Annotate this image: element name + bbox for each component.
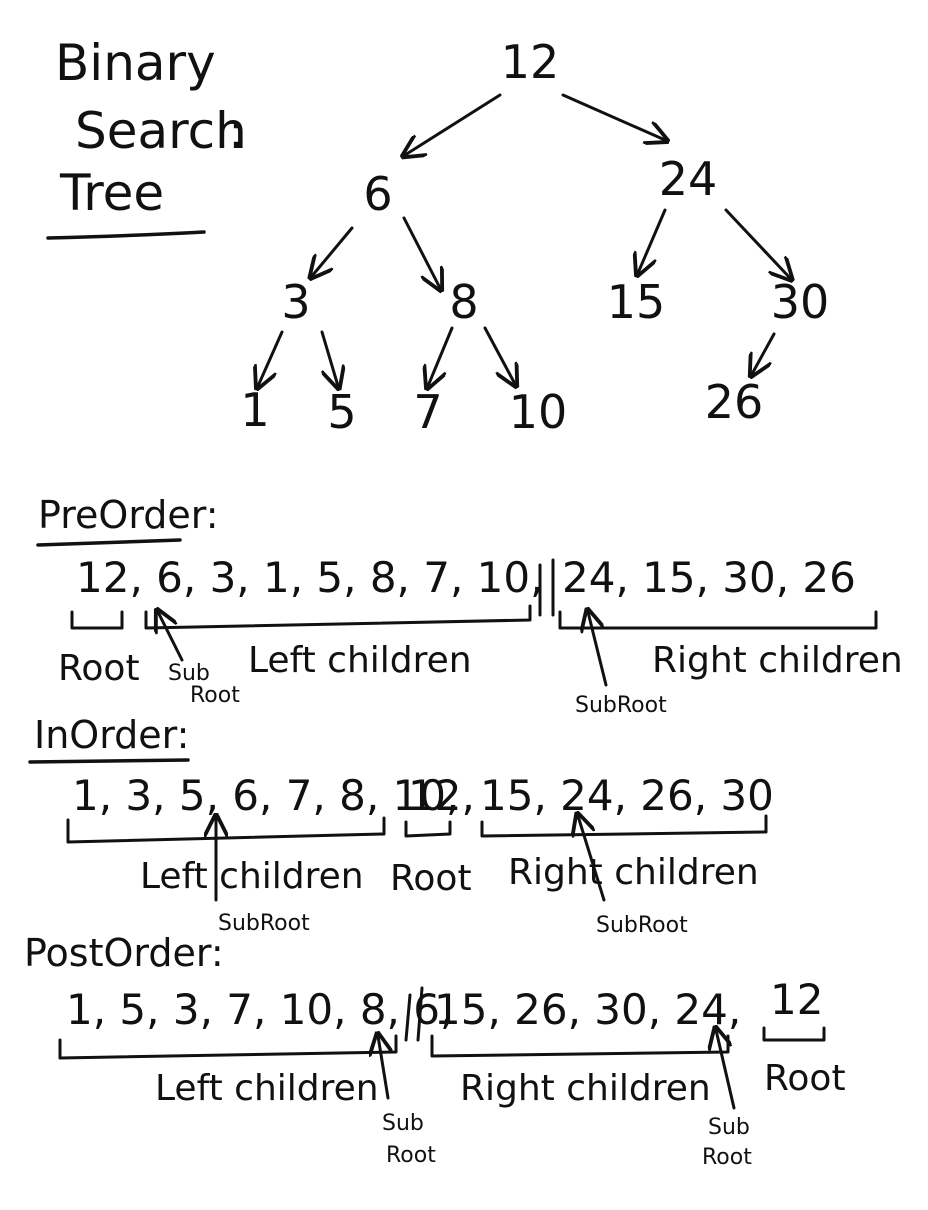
edge-8-10: [483, 326, 515, 384]
postorder-section: PostOrder: 1, 5, 3, 7, 10, 8, 6, 15, 26,…: [24, 931, 846, 1170]
preorder-root-label: Root: [58, 648, 140, 689]
postorder-root-label: Root: [764, 1058, 846, 1099]
node-6: 6: [363, 167, 392, 221]
edge-8-7: [428, 326, 454, 386]
preorder-subroot-label-1a: Sub: [168, 661, 210, 686]
edge-12-24: [561, 93, 665, 140]
postorder-sequence-right: 15, 26, 30, 24,: [434, 985, 741, 1034]
postorder-right-label: Right children: [460, 1068, 711, 1109]
postorder-left-label: Left children: [155, 1068, 379, 1109]
inorder-right-bracket: [480, 814, 768, 838]
node-30: 30: [771, 275, 830, 329]
postorder-sequence-root: 12: [770, 975, 823, 1024]
preorder-heading-underline: [36, 538, 182, 547]
inorder-subroot-label-1: SubRoot: [218, 911, 310, 936]
inorder-subroot-label-2: SubRoot: [596, 913, 688, 938]
node-3: 3: [281, 275, 310, 329]
node-15: 15: [607, 275, 666, 329]
node-7: 7: [413, 385, 442, 439]
postorder-heading: PostOrder:: [24, 931, 224, 975]
inorder-root-bracket: [404, 820, 452, 838]
preorder-subroot-label-2: SubRoot: [575, 693, 667, 718]
tree-nodes: 12 6 24 3 8 15 30 1 5 7 10 26: [240, 35, 829, 439]
edge-3-5: [320, 330, 338, 386]
node-1: 1: [240, 383, 269, 437]
edge-12-6: [405, 93, 502, 155]
preorder-left-label: Left children: [248, 640, 472, 681]
title: Binary Search : Tree: [46, 34, 247, 240]
postorder-subroot-arrow-2: [716, 1030, 736, 1110]
node-24: 24: [659, 152, 718, 206]
preorder-subroot-arrow-1: [158, 612, 184, 662]
inorder-heading: InOrder:: [34, 713, 189, 757]
postorder-subroot-label-1b: Root: [386, 1143, 436, 1168]
title-line-1: Binary: [55, 34, 216, 92]
postorder-sequence-left: 1, 5, 3, 7, 10, 8, 6,: [66, 985, 453, 1034]
node-12: 12: [501, 35, 560, 89]
node-10: 10: [509, 385, 568, 439]
postorder-left-bracket: [58, 1034, 398, 1060]
inorder-subroot-arrow-2: [578, 816, 606, 902]
node-26: 26: [705, 375, 764, 429]
title-underline: [46, 230, 206, 240]
title-line-2: Search: [75, 102, 247, 160]
preorder-sequence-right: 24, 15, 30, 26: [562, 553, 856, 602]
postorder-subroot-arrow-1: [378, 1036, 388, 1100]
postorder-subroot-label-2a: Sub: [708, 1115, 750, 1140]
inorder-left-label: Left children: [140, 856, 364, 897]
node-8: 8: [449, 275, 478, 329]
inorder-sequence-right: 15, 24, 26, 30: [480, 771, 774, 820]
edge-6-8: [402, 216, 440, 288]
inorder-root-label: Root: [390, 858, 472, 899]
inorder-heading-underline: [28, 758, 190, 764]
preorder-subroot-label-1b: Root: [190, 683, 240, 708]
postorder-divider: [404, 986, 424, 1042]
preorder-section: PreOrder: 12, 6, 3, 1, 5, 8, 7, 10, 24, …: [36, 493, 903, 718]
edge-30-26: [752, 332, 776, 374]
edge-3-1: [258, 330, 284, 386]
preorder-left-bracket: [144, 604, 532, 630]
node-5: 5: [327, 385, 356, 439]
preorder-root-bracket: [70, 610, 124, 630]
edge-24-30: [724, 208, 790, 278]
preorder-sequence-left: 12, 6, 3, 1, 5, 8, 7, 10,: [76, 553, 543, 602]
title-line-3: Tree: [59, 164, 164, 222]
preorder-right-bracket: [558, 610, 878, 630]
postorder-root-bracket: [762, 1026, 826, 1042]
inorder-left-bracket: [66, 816, 386, 844]
inorder-section: InOrder: 1, 3, 5, 6, 7, 8, 10, 12, 15, 2…: [28, 713, 774, 938]
postorder-subroot-label-2b: Root: [702, 1145, 752, 1170]
preorder-subroot-arrow-2: [588, 612, 608, 687]
preorder-divider: [538, 558, 555, 617]
edge-24-15: [638, 208, 667, 273]
preorder-heading: PreOrder:: [38, 493, 219, 537]
edge-6-3: [312, 226, 354, 276]
postorder-subroot-label-1a: Sub: [382, 1111, 424, 1136]
inorder-sequence-root: 12,: [408, 771, 475, 820]
inorder-right-label: Right children: [508, 852, 759, 893]
preorder-right-label: Right children: [652, 640, 903, 681]
postorder-right-bracket: [430, 1034, 730, 1058]
inorder-sequence-left: 1, 3, 5, 6, 7, 8, 10,: [72, 771, 459, 820]
title-colon: :: [228, 102, 245, 160]
tree-edges: [258, 93, 790, 386]
